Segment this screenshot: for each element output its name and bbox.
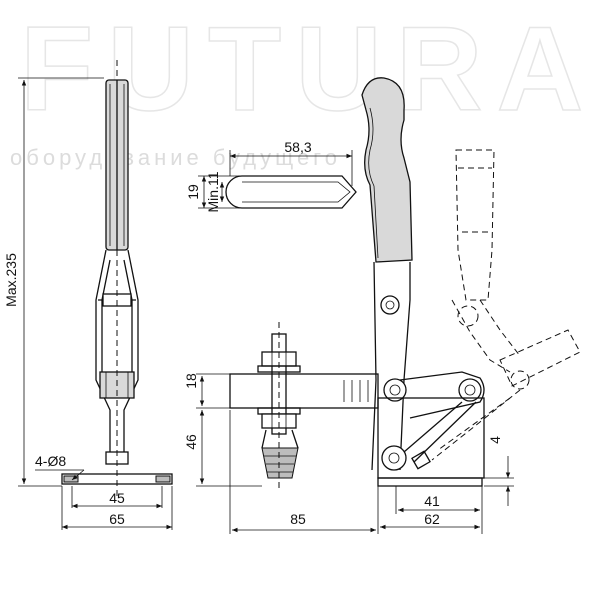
handle-width-label: 19 <box>185 184 201 200</box>
spindle-rubber-tip <box>261 447 299 479</box>
dim-max-height: Max.235 <box>3 77 104 487</box>
front-pivot-middle <box>383 378 407 402</box>
front-pivot-upper <box>380 295 400 315</box>
handle-slot-outline <box>225 175 357 209</box>
holes-label: 4-Ø8 <box>35 453 66 469</box>
open-position-outline <box>431 149 581 461</box>
dim-front-bottom: 85 41 62 4 <box>229 410 514 534</box>
base-thickness-label: 4 <box>487 436 503 444</box>
base-offset-label: 41 <box>424 493 440 509</box>
front-handle-grip <box>361 77 413 263</box>
dim-base-width: 45 65 <box>61 486 173 530</box>
dim-holes: 4-Ø8 <box>35 453 85 481</box>
base-outer-label: 65 <box>109 511 125 527</box>
reach-label: 85 <box>290 511 306 527</box>
front-pivot-lower <box>381 445 407 471</box>
clamp-arm <box>229 373 379 409</box>
side-view <box>61 60 173 500</box>
front-base-plate <box>377 477 483 487</box>
arm-height-label: 46 <box>183 434 199 450</box>
max-height-label: Max.235 <box>3 253 19 307</box>
front-view <box>229 77 485 490</box>
handle-min-label: Min.11 <box>205 171 221 212</box>
base-length-label: 62 <box>424 511 440 527</box>
dim-arm: 18 46 <box>183 373 262 487</box>
arm-thickness-label: 18 <box>183 373 199 389</box>
handle-length-label: 58,3 <box>284 139 311 155</box>
handle-detail: 58,3 19 Min.11 <box>185 139 357 212</box>
base-inner-label: 45 <box>109 490 125 506</box>
front-pivot-right <box>458 378 482 402</box>
